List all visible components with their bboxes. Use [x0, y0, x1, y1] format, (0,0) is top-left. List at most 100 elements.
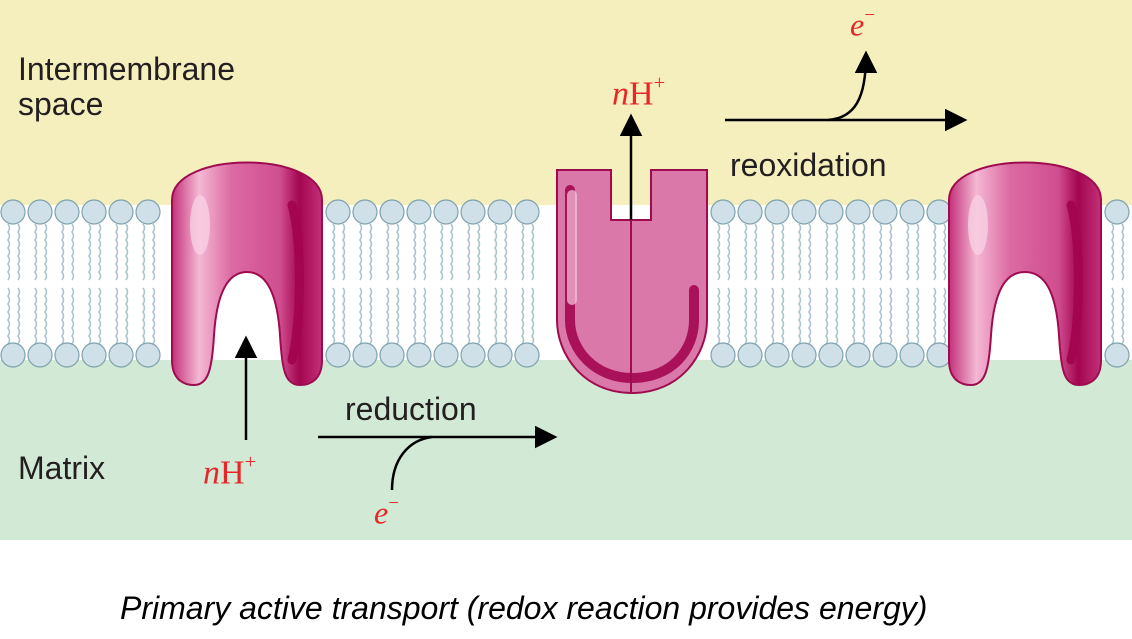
lipid-tail: [125, 223, 129, 281]
lipid-tail: [396, 287, 400, 345]
figure-caption: Primary active transport (redox reaction…: [120, 590, 928, 626]
lipid-head: [460, 342, 486, 368]
lipid-head: [818, 199, 844, 225]
lipid-tail: [450, 287, 454, 345]
lipid-head: [710, 342, 736, 368]
lipid-head: [899, 199, 925, 225]
lipid-tail: [808, 223, 812, 281]
lipid-tail: [98, 287, 102, 345]
lipid-tail: [1111, 223, 1115, 281]
lipid-tail: [727, 223, 731, 281]
lipid-tail: [440, 223, 444, 281]
proton-coefficient: n: [612, 75, 629, 113]
lipid-tail: [125, 287, 129, 345]
lipid-head: [487, 342, 513, 368]
lipid-tail: [798, 287, 802, 345]
lipid-tail: [835, 223, 839, 281]
lipid-head: [135, 199, 161, 225]
lipid-tail: [17, 223, 21, 281]
lipid-head: [514, 199, 540, 225]
lipid-head: [54, 342, 80, 368]
lipid-tail: [494, 287, 498, 345]
lipid-head: [845, 342, 871, 368]
lipid-tail: [933, 223, 937, 281]
lipid-tail: [142, 223, 146, 281]
lipid-tail: [1111, 287, 1115, 345]
lipid-head: [791, 199, 817, 225]
lipid-tail: [413, 223, 417, 281]
electron-charge: −: [864, 5, 876, 26]
lipid-head: [710, 199, 736, 225]
lipid-head: [1104, 342, 1130, 368]
lipid-head: [514, 342, 540, 368]
lipid-tail: [852, 223, 856, 281]
lipid-tail: [717, 287, 721, 345]
lipid-head: [872, 342, 898, 368]
lipid-tail: [835, 287, 839, 345]
lipid-head: [135, 342, 161, 368]
lipid-head: [926, 199, 952, 225]
lipid-tail: [115, 287, 119, 345]
lipid-tail: [98, 223, 102, 281]
lipid-head: [81, 342, 107, 368]
lipid-tail: [467, 287, 471, 345]
lipid-tail: [359, 223, 363, 281]
proton-symbol: H: [220, 454, 245, 492]
lipid-tail: [862, 287, 866, 345]
lipid-tail: [396, 223, 400, 281]
lipid-tail: [754, 287, 758, 345]
lipid-tail: [61, 287, 65, 345]
lipid-tail: [369, 287, 373, 345]
lipid-head: [737, 342, 763, 368]
proton-coefficient: n: [203, 454, 220, 492]
lipid-tail: [115, 223, 119, 281]
lipid-head: [433, 199, 459, 225]
lipid-tail: [369, 223, 373, 281]
lipid-tail: [413, 287, 417, 345]
lipid-tail: [889, 223, 893, 281]
lipid-tail: [1121, 287, 1125, 345]
proton-charge: +: [653, 72, 666, 94]
lipid-head: [872, 199, 898, 225]
lipid-head: [487, 199, 513, 225]
lipid-tail: [798, 223, 802, 281]
lipid-tail: [332, 223, 336, 281]
lipid-tail: [386, 287, 390, 345]
lipid-tail: [906, 287, 910, 345]
proton-charge: +: [244, 451, 257, 473]
lipid-tail: [450, 223, 454, 281]
lipid-tail: [916, 223, 920, 281]
lipid-tail: [17, 287, 21, 345]
protein-closed-icon: [171, 161, 323, 387]
lipid-tail: [771, 287, 775, 345]
proton-intermembrane-label: nH+: [612, 73, 665, 111]
lipid-head: [845, 199, 871, 225]
lipid-head: [1104, 199, 1130, 225]
lipid-tail: [531, 223, 535, 281]
lipid-tail: [494, 223, 498, 281]
lipid-tail: [386, 223, 390, 281]
lipid-tail: [152, 287, 156, 345]
lipid-tail: [744, 223, 748, 281]
lipid-head: [379, 342, 405, 368]
lipid-tail: [943, 223, 947, 281]
lipid-tail: [342, 287, 346, 345]
electron-matrix-label: e−: [374, 494, 399, 528]
lipid-tail: [440, 287, 444, 345]
lipid-tail: [7, 223, 11, 281]
lipid-tail: [521, 287, 525, 345]
lipid-tail: [504, 223, 508, 281]
lipid-tail: [781, 287, 785, 345]
lipid-tail: [808, 287, 812, 345]
lipid-bilayer: [0, 199, 1130, 368]
lipid-tail: [943, 287, 947, 345]
lipid-tail: [423, 223, 427, 281]
lipid-head: [108, 199, 134, 225]
lipid-tail: [744, 287, 748, 345]
lipid-tail: [423, 287, 427, 345]
electron-out-arrow-icon: [827, 50, 878, 122]
intermembrane-label: Intermembrane space: [18, 51, 235, 122]
lipid-tail: [879, 287, 883, 345]
lipid-head: [899, 342, 925, 368]
lipid-tail: [71, 287, 75, 345]
